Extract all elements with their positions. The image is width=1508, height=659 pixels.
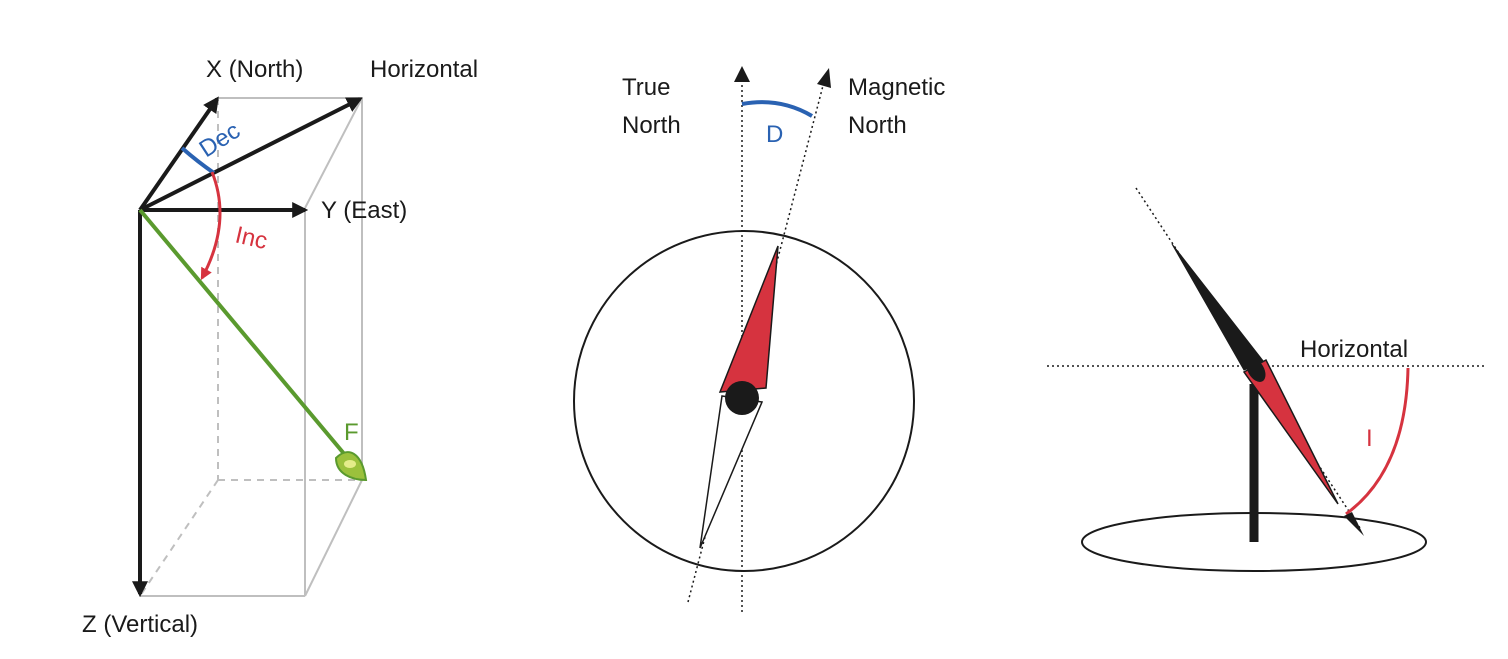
magnetic-north-label-line2: North — [848, 112, 907, 139]
true-north-label-line1: True — [622, 74, 670, 101]
compass-needle-north — [699, 395, 764, 549]
inclination-angle-arc — [1345, 367, 1410, 516]
total-field-label: F — [344, 419, 359, 446]
horizontal-component — [139, 97, 363, 212]
dip-horizontal-label: Horizontal — [1300, 336, 1408, 363]
dip-arrowhead — [1344, 512, 1364, 536]
compass-housing — [573, 230, 915, 572]
declination-label: Dec — [195, 117, 246, 163]
y-east-label: Y (East) — [321, 197, 407, 224]
x-north-label: X (North) — [206, 56, 303, 83]
reference-box — [139, 97, 363, 597]
x-north-axis — [138, 96, 219, 212]
compass-needle-south — [718, 245, 779, 393]
dip-pivot — [1246, 358, 1266, 382]
total-field-vector — [138, 208, 358, 470]
horizontal-label: Horizontal — [370, 56, 478, 83]
magnetic-north-arrowhead — [817, 68, 831, 88]
true-north-label-line2: North — [622, 112, 681, 139]
true-north-arrowhead — [734, 66, 750, 82]
magnetic-north-label-line1: Magnetic — [848, 74, 945, 101]
total-field-arrowhead-highlight — [344, 460, 356, 468]
compass-declination-panel: True North Magnetic North D — [573, 66, 945, 612]
z-vertical-label: Z (Vertical) — [82, 611, 198, 638]
dip-needle-upper — [1171, 243, 1265, 371]
vector-components-panel: X (North) Horizontal Y (East) Z (Vertica… — [82, 56, 478, 638]
inclination-i-label: I — [1366, 425, 1373, 452]
declination-d-label: D — [766, 121, 783, 148]
compass-pivot — [725, 381, 759, 415]
dip-needle-panel: Horizontal I — [1047, 187, 1486, 572]
inclination-label: Inc — [233, 222, 270, 256]
declination-arc — [180, 146, 216, 175]
inclination-arc — [200, 171, 222, 281]
declination-angle-arc — [741, 100, 814, 118]
